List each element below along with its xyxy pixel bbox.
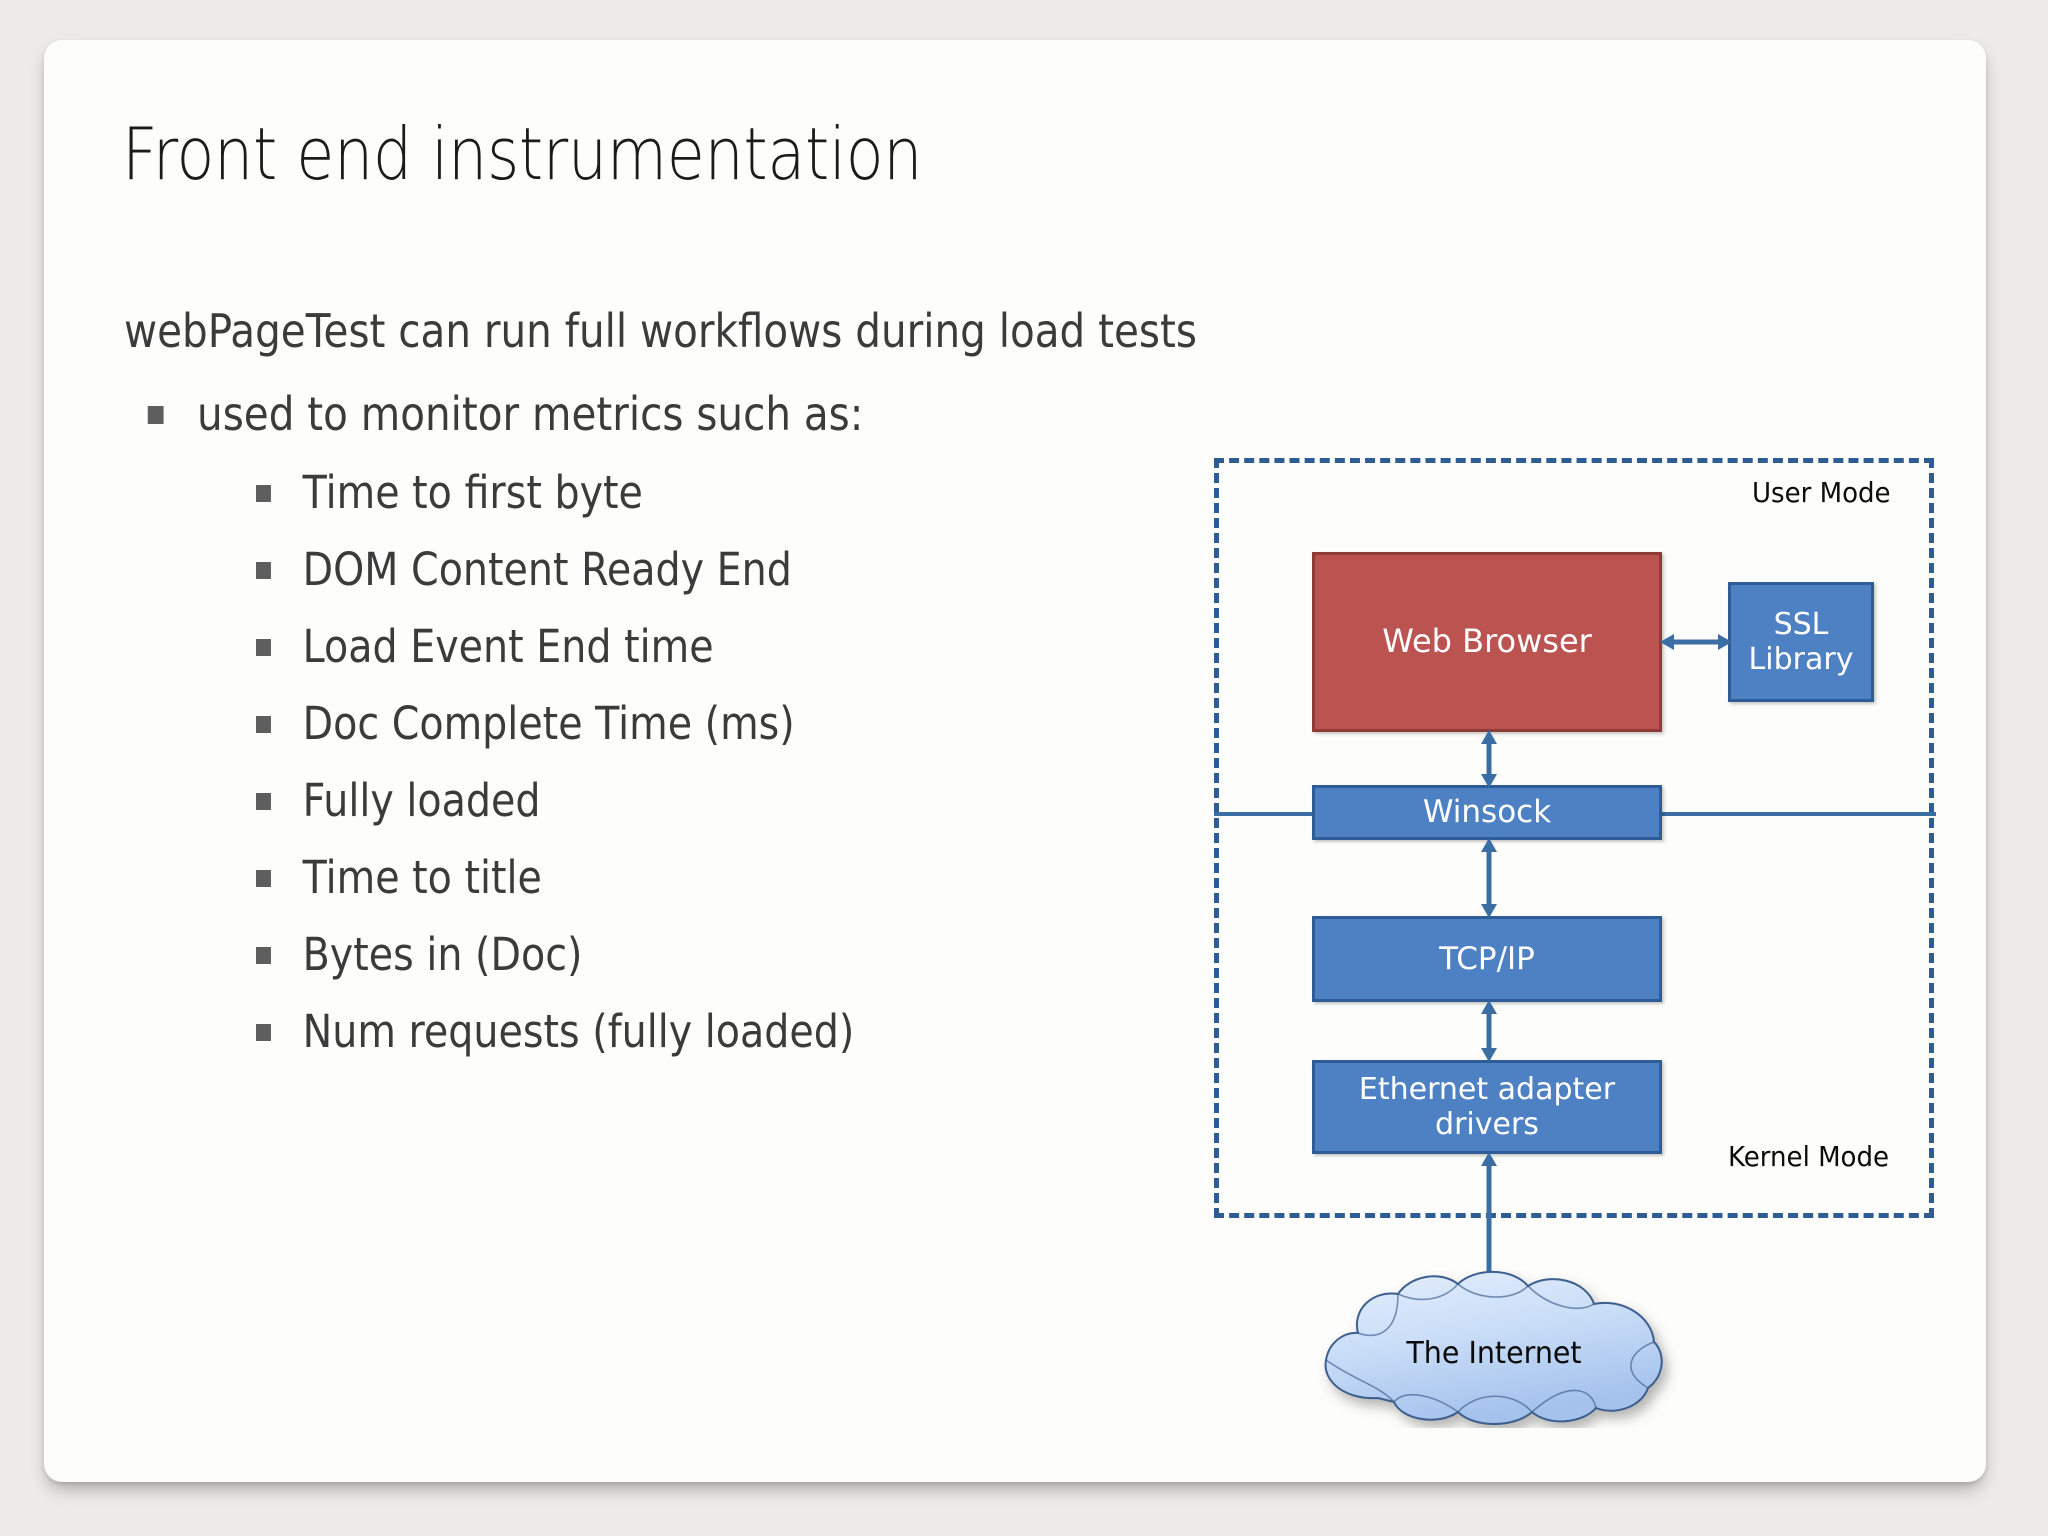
ethernet-label: Ethernet adapter drivers (1359, 1072, 1615, 1143)
list-item-label: Doc Complete Time (ms) (302, 697, 795, 750)
list-item: Fully loaded (124, 778, 1057, 823)
arrow-tcpip-to-ethernet-icon (1481, 1000, 1497, 1062)
list-item: Num requests (fully loaded) (124, 1009, 1057, 1054)
square-bullet-icon (256, 793, 271, 810)
tcpip-box[interactable]: TCP/IP (1312, 916, 1662, 1002)
ethernet-label-line2: drivers (1435, 1107, 1539, 1142)
list-item: Time to title (124, 855, 1057, 900)
cloud-shape-icon (1324, 1270, 1663, 1425)
winsock-box[interactable]: Winsock (1312, 785, 1662, 840)
lead-paragraph: webPageTest can run full workflows durin… (124, 304, 1197, 358)
web-browser-label: Web Browser (1382, 622, 1592, 661)
ethernet-adapter-drivers-box[interactable]: Ethernet adapter drivers (1312, 1060, 1662, 1154)
winsock-label: Winsock (1422, 794, 1552, 831)
user-kernel-divider-line-right (1654, 812, 1936, 816)
list-item-label: Time to first byte (302, 466, 643, 519)
list-item-label: Fully loaded (302, 774, 541, 827)
list-item-label: Load Event End time (302, 620, 714, 673)
ethernet-label-line1: Ethernet adapter (1358, 1071, 1616, 1107)
list-item-level1-label: used to monitor metrics such as: (197, 387, 864, 441)
square-bullet-icon (256, 562, 271, 579)
list-item-label: Bytes in (Doc) (302, 928, 583, 981)
list-item-level1: used to monitor metrics such as: (124, 391, 1057, 437)
page-title: Front end instrumentation (122, 112, 923, 196)
list-item: Time to first byte (124, 470, 1057, 515)
list-item-label: DOM Content Ready End (302, 543, 792, 596)
arrow-browser-to-winsock-icon (1481, 730, 1497, 788)
ssl-library-label-line2: Library (1748, 642, 1854, 677)
tcpip-label: TCP/IP (1439, 940, 1535, 977)
square-bullet-icon (256, 485, 271, 502)
square-bullet-icon (256, 947, 271, 964)
ssl-library-label: SSL Library (1749, 607, 1854, 678)
slide-card: Front end instrumentation webPageTest ca… (44, 40, 1986, 1482)
internet-cloud-label: The Internet (1406, 1336, 1582, 1371)
list-item-label: Time to title (302, 851, 542, 904)
list-item: DOM Content Ready End (124, 547, 1057, 592)
internet-cloud[interactable]: The Internet (1306, 1270, 1682, 1428)
list-item: Load Event End time (124, 624, 1057, 669)
square-bullet-icon (256, 639, 271, 656)
list-item: Bytes in (Doc) (124, 932, 1057, 977)
web-browser-box[interactable]: Web Browser (1312, 552, 1662, 732)
ssl-library-box[interactable]: SSL Library (1728, 582, 1874, 702)
list-item-label: Num requests (fully loaded) (302, 1005, 855, 1058)
mode-boundary-dashed-box (1214, 458, 1934, 1218)
square-bullet-icon (256, 1024, 271, 1041)
user-kernel-divider-line-left (1214, 812, 1314, 816)
square-bullet-icon (256, 716, 271, 733)
square-bullet-icon (147, 406, 164, 424)
ssl-library-label-line1: SSL (1773, 606, 1829, 642)
user-mode-label: User Mode (1752, 476, 1891, 509)
kernel-mode-label: Kernel Mode (1728, 1140, 1890, 1173)
list-item: Doc Complete Time (ms) (124, 701, 1057, 746)
square-bullet-icon (256, 870, 271, 887)
arrow-winsock-to-tcpip-icon (1481, 838, 1497, 918)
network-stack-diagram: User Mode Kernel Mode Web Browser SSL Li… (1194, 440, 1984, 1430)
arrow-browser-to-ssl-icon (1660, 634, 1732, 650)
slide-body: webPageTest can run full workflows durin… (124, 304, 1197, 1086)
